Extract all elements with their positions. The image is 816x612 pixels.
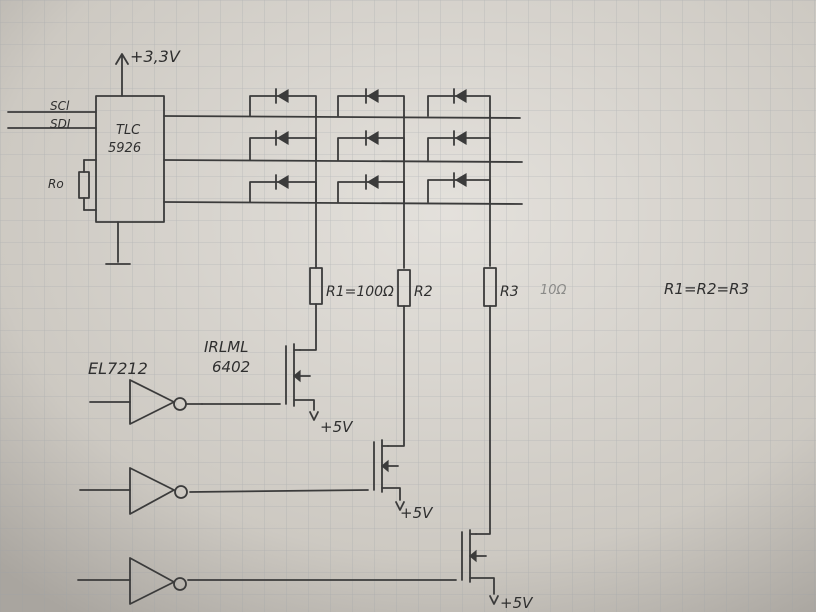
driver-name-line2: 5926 <box>108 141 141 156</box>
led-r1-c1 <box>249 88 317 117</box>
faint-note: 10Ω <box>540 283 567 298</box>
mosfet-name-line1: IRLML <box>204 338 249 356</box>
inverter-2 <box>79 467 188 515</box>
row-buses <box>163 115 523 205</box>
supply-label-1: +5V <box>320 418 354 436</box>
resistor-r2-label: R2 <box>414 284 433 300</box>
mosfet-name-line2: 6402 <box>212 358 250 376</box>
led-r1-c2 <box>337 88 405 117</box>
inverter-3 <box>77 557 187 605</box>
inverter-1 <box>89 379 203 425</box>
supply-label-3: +5V <box>500 594 534 612</box>
supply-3v3-label: +3,3V <box>130 47 181 66</box>
resistor-r1-label: R1=100Ω <box>326 284 394 300</box>
led-matrix <box>249 88 491 203</box>
mosfet-3 <box>187 529 499 605</box>
rset-label: Ro <box>48 177 64 191</box>
column-lines <box>299 115 491 535</box>
supply-label-2: +5V <box>400 504 434 522</box>
driver-ic <box>7 53 165 265</box>
driver-name-line1: TLC <box>116 123 141 138</box>
resistor-r1 <box>309 267 323 305</box>
resistor-relation-label: R1=R2=R3 <box>664 280 749 298</box>
mosfet-2 <box>189 439 405 511</box>
resistor-r2 <box>397 269 411 307</box>
mosfet-1 <box>201 343 319 421</box>
resistor-r3-label: R3 <box>500 284 519 300</box>
pin-sclk-label: SCl <box>50 99 70 113</box>
inverter-label: EL7212 <box>88 359 148 378</box>
led-r1-c3 <box>427 88 491 117</box>
resistor-r3 <box>483 267 497 307</box>
pin-sdi-label: SDI <box>50 117 71 131</box>
